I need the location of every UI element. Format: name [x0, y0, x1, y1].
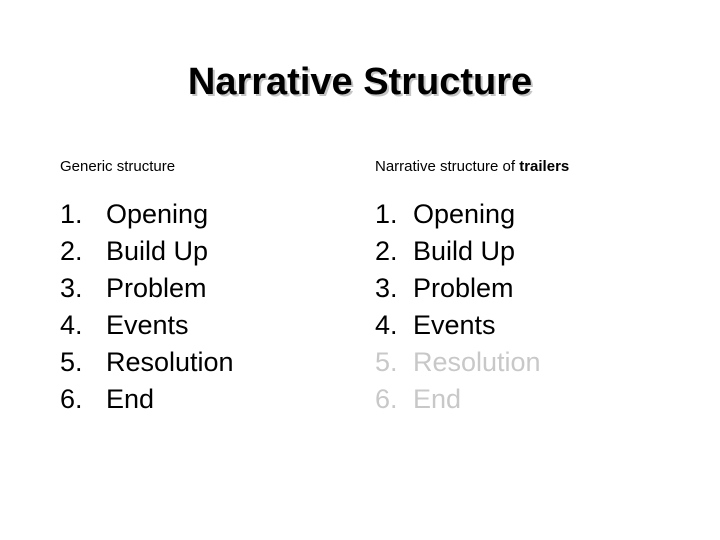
list-item-label: Opening [413, 199, 516, 229]
list-item-label: Opening [106, 199, 209, 229]
list-item-number: 5. [375, 347, 398, 377]
list-generic-structure: 1. Opening 2. Build Up 3. Problem 4. Eve… [60, 196, 360, 418]
list-item: 5. Resolution [60, 344, 360, 381]
list-item-label: Events [413, 310, 496, 340]
list-item-number: 1. [60, 199, 83, 229]
list-item: 4. Events [375, 307, 685, 344]
list-item: 1. Opening [375, 196, 685, 233]
list-item-number: 2. [60, 236, 83, 266]
list-item: 6. End [60, 381, 360, 418]
list-item-label: Resolution [106, 347, 234, 377]
list-item-number: 3. [375, 273, 398, 303]
list-item-label: Problem [413, 273, 514, 303]
column-trailer-structure: Narrative structure of trailers 1. Openi… [375, 158, 685, 418]
list-item: 1. Opening [60, 196, 360, 233]
list-item-number: 6. [375, 384, 398, 414]
list-item-number: 3. [60, 273, 83, 303]
list-item-number: 1. [375, 199, 398, 229]
list-item-label: Build Up [413, 236, 516, 266]
list-item-number: 6. [60, 384, 83, 414]
column-header-trailers-emphasis: trailers [519, 158, 570, 175]
list-item-label: Build Up [106, 236, 209, 266]
list-item-label: Resolution [413, 347, 541, 377]
content-columns: Generic structure 1. Opening 2. Build Up… [0, 158, 720, 418]
list-item: 6. End [375, 381, 685, 418]
list-item-number: 5. [60, 347, 83, 377]
page-title: Narrative Structure [187, 61, 533, 103]
list-item: 2. Build Up [375, 233, 685, 270]
list-item-label: End [106, 384, 155, 414]
list-item: 3. Problem [60, 270, 360, 307]
list-item: 2. Build Up [60, 233, 360, 270]
column-generic-structure: Generic structure 1. Opening 2. Build Up… [60, 158, 360, 418]
list-item-label: Events [106, 310, 189, 340]
list-item-number: 4. [60, 310, 83, 340]
list-item: 4. Events [60, 307, 360, 344]
column-header-trailers-regular: Narrative structure of [375, 158, 520, 175]
list-trailer-structure: 1. Opening 2. Build Up 3. Problem 4. Eve… [375, 196, 685, 418]
list-item-number: 4. [375, 310, 398, 340]
list-item-label: Problem [106, 273, 207, 303]
list-item-number: 2. [375, 236, 398, 266]
list-item: 5. Resolution [375, 344, 685, 381]
list-item-label: End [413, 384, 462, 414]
column-header-trailers: Narrative structure of trailers [375, 158, 685, 176]
column-header-generic: Generic structure [60, 158, 176, 175]
list-item: 3. Problem [375, 270, 685, 307]
